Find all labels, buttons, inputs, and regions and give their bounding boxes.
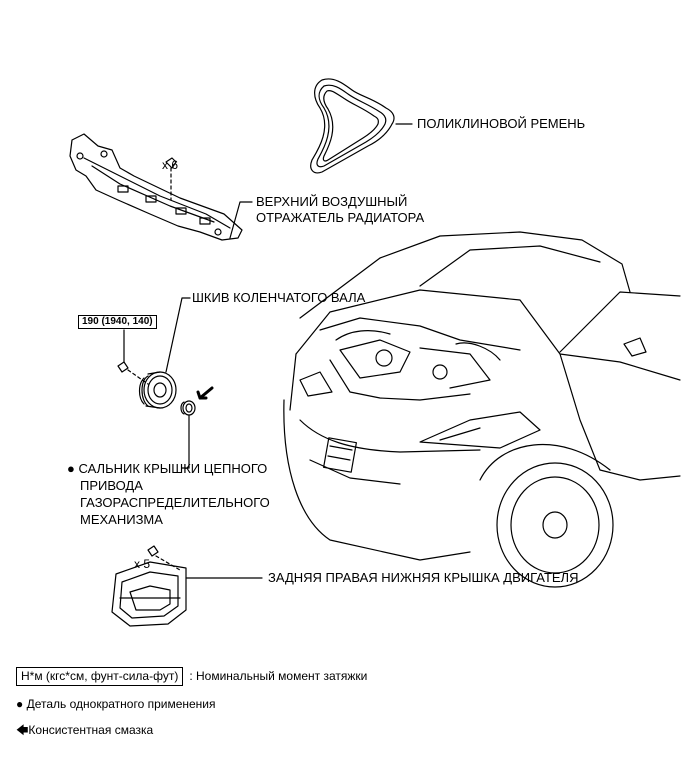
seal-label-line2: ПРИВОДА: [80, 478, 143, 493]
deflector-label-line1: ВЕРХНИЙ ВОЗДУШНЫЙ: [256, 194, 408, 209]
legend-grease: 🡄Консистентная смазка: [16, 723, 153, 738]
deflector-bolt-qty: x 6: [162, 158, 179, 172]
radiator-air-deflector: [69, 133, 243, 241]
pulley-label: ШКИВ КОЛЕНЧАТОГО ВАЛА: [192, 290, 366, 305]
seal-label-text1: САЛЬНИК КРЫШКИ ЦЕПНОГО: [78, 461, 268, 476]
legend-arrow-icon: 🡄: [16, 723, 29, 737]
belt-label: ПОЛИКЛИНОВОЙ РЕМЕНЬ: [417, 116, 586, 131]
seal-label-line3: ГАЗОРАСПРЕДЕЛИТЕЛЬНОГО: [80, 495, 270, 510]
timing-chain-cover-oil-seal: [180, 400, 196, 416]
pulley-bolt: [117, 329, 149, 385]
crankshaft-pulley: [138, 371, 177, 409]
single-use-bullet: ●: [67, 461, 75, 476]
deflector-label-line2: ОТРАЖАТЕЛЬ РАДИАТОРА: [256, 210, 425, 225]
cover-label: ЗАДНЯЯ ПРАВАЯ НИЖНЯЯ КРЫШКА ДВИГАТЕЛЯ: [268, 570, 579, 585]
cover-bolt-qty: x 5: [134, 557, 151, 571]
legend-grease-text: Консистентная смазка: [28, 723, 154, 737]
seal-label-line4: МЕХАНИЗМА: [80, 512, 163, 527]
v-ribbed-belt: [310, 78, 395, 174]
legend-single-use: ● Деталь однократного применения: [16, 697, 216, 712]
legend-torque-text: : Номинальный момент затяжки: [189, 669, 368, 683]
car-illustration: [283, 231, 681, 588]
torque-spec-box: 190 (1940, 140): [78, 315, 157, 329]
legend-bullet-icon: ●: [16, 697, 24, 711]
legend-torque: Н*м (кгс*см, фунт-сила-фут) : Номинальный…: [16, 667, 367, 686]
cover-bolt: [147, 545, 181, 571]
engine-under-cover: [111, 561, 187, 627]
legend-single-use-text: Деталь однократного применения: [26, 697, 216, 711]
deflector-bolt: [165, 157, 177, 201]
legend-torque-box: Н*м (кгс*см, фунт-сила-фут): [16, 667, 184, 686]
seal-label-line1: ● САЛЬНИК КРЫШКИ ЦЕПНОГО: [67, 461, 267, 477]
